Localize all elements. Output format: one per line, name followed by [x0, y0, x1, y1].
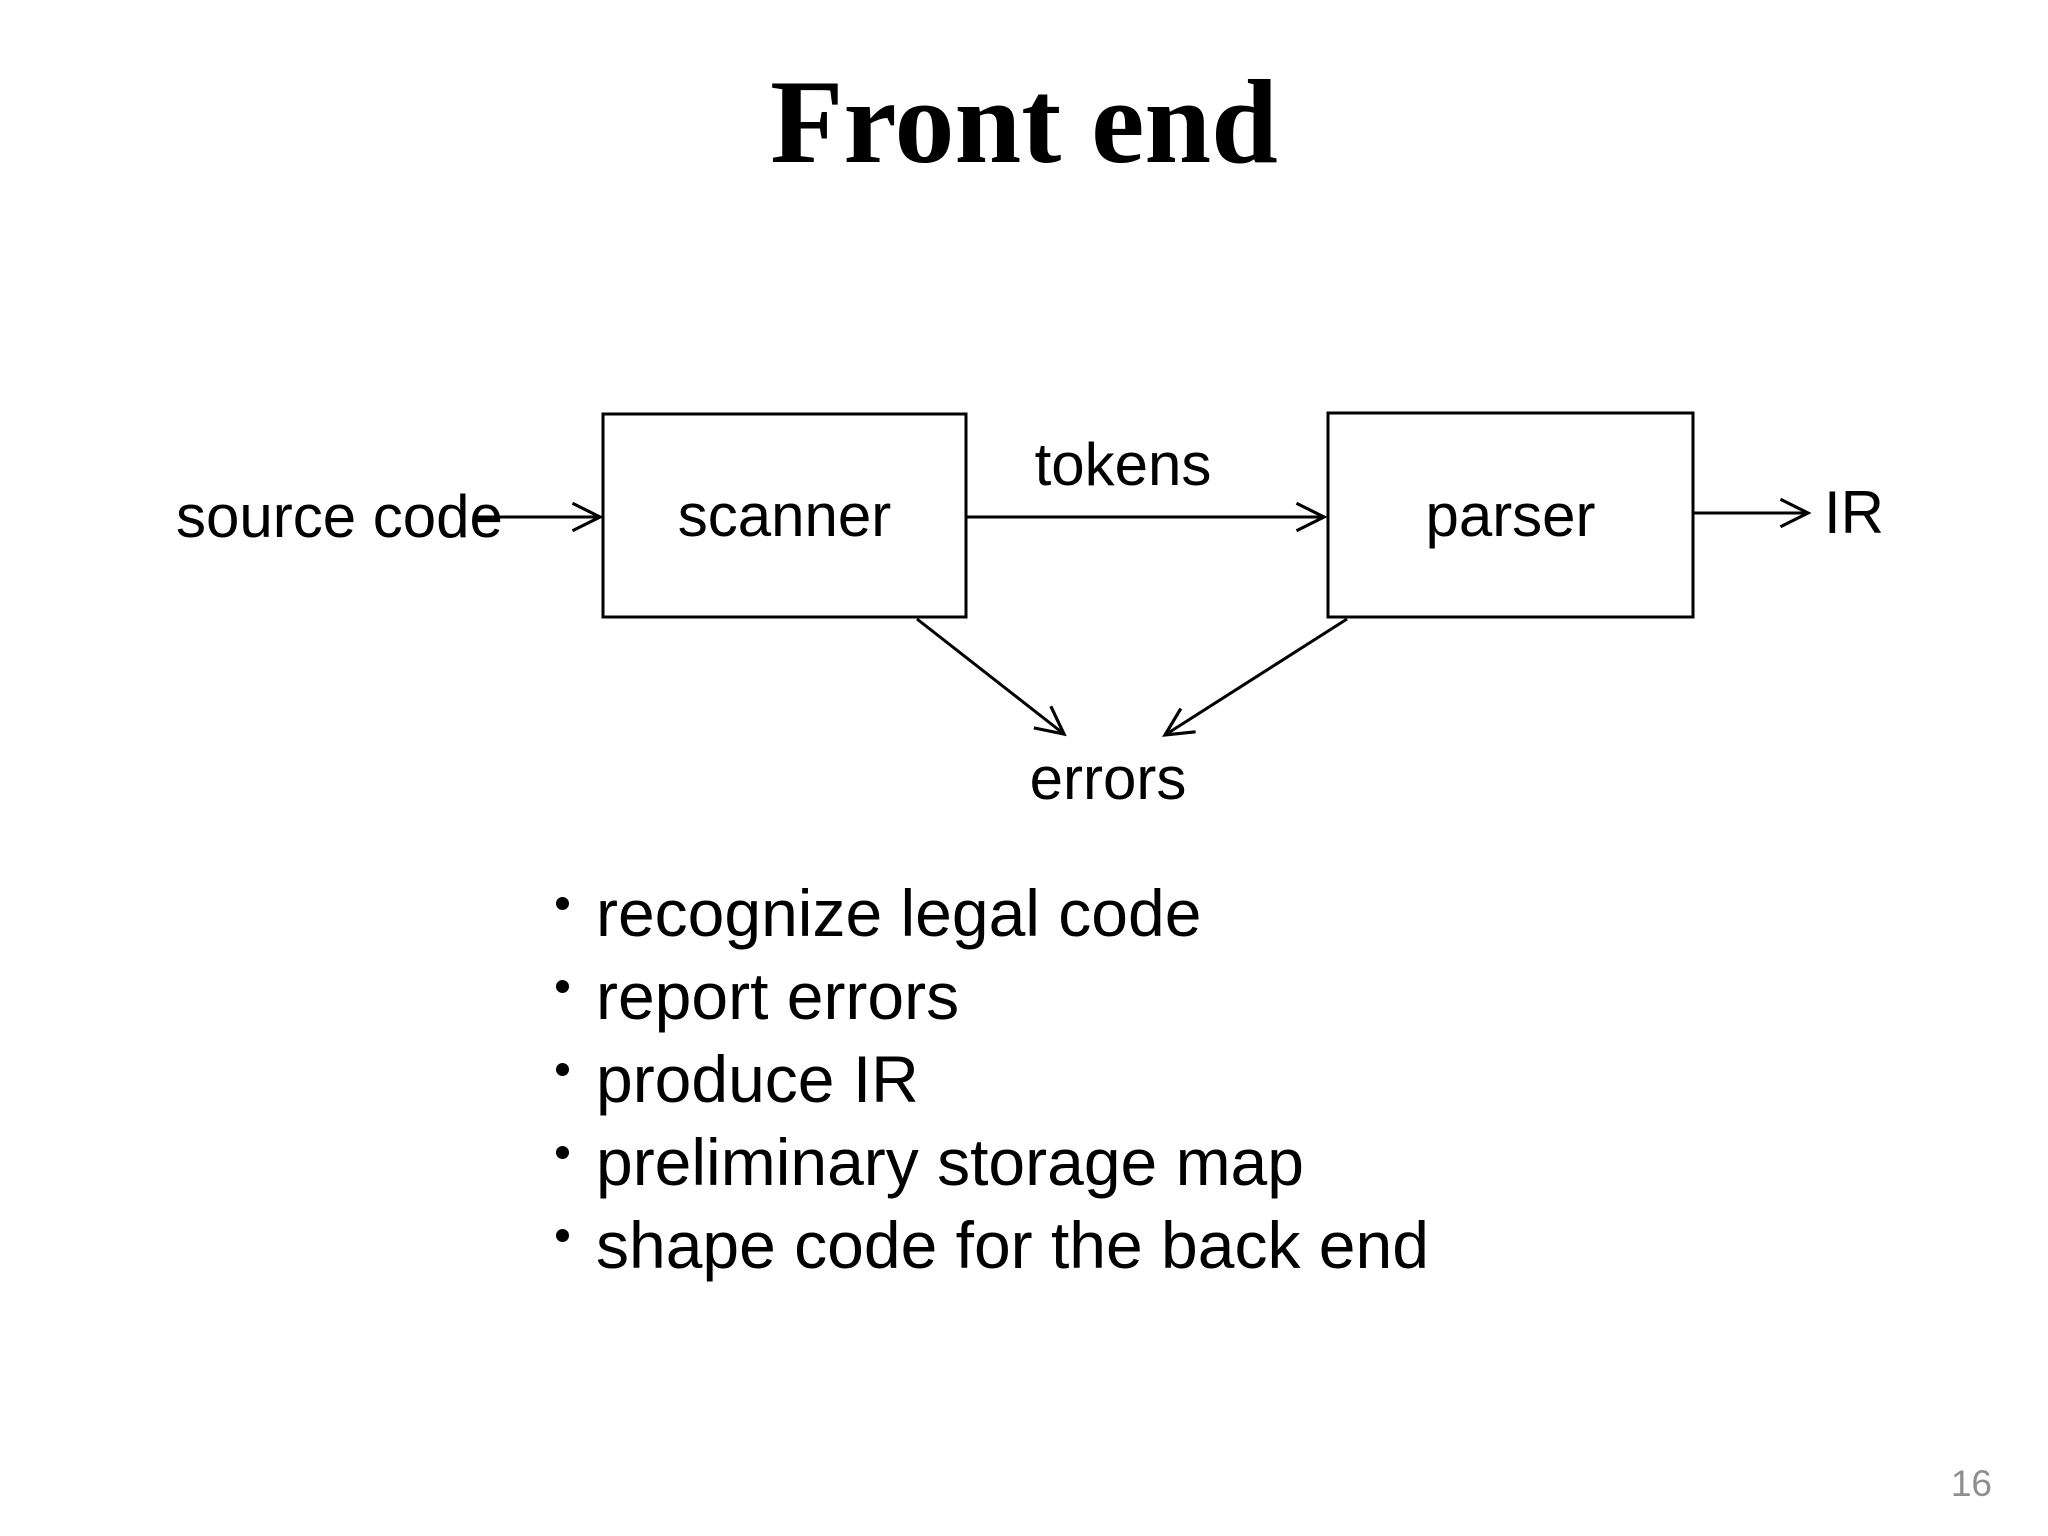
- bullet-item: preliminary storage map: [556, 1121, 1429, 1204]
- source-code-label: source code: [176, 483, 503, 550]
- slide-title: Front end: [770, 55, 1278, 188]
- bullet-dot-icon: [556, 1146, 569, 1159]
- tokens-label: tokens: [1034, 431, 1212, 498]
- bullet-dot-icon: [556, 1063, 569, 1076]
- bullet-dot-icon: [556, 980, 569, 993]
- bullet-text: report errors: [596, 959, 960, 1033]
- bullet-text: produce IR: [596, 1042, 919, 1116]
- arrow-scanner-to-errors: [916, 617, 1067, 737]
- page-number: 16: [1950, 1463, 1992, 1504]
- scanner-box: [601, 412, 968, 619]
- arrow-parser-to-errors: [1162, 617, 1348, 737]
- parser-box-label: parser: [1425, 481, 1596, 549]
- bullet-item: recognize legal code: [556, 872, 1429, 955]
- bullet-text: recognize legal code: [596, 876, 1202, 950]
- bullet-item: produce IR: [556, 1038, 1429, 1121]
- bullet-item: shape code for the back end: [556, 1204, 1429, 1287]
- bullet-list: recognize legal code report errors produ…: [556, 872, 1429, 1287]
- bullet-dot-icon: [556, 897, 569, 910]
- bullet-text: preliminary storage map: [596, 1125, 1304, 1199]
- errors-label: errors: [1029, 745, 1187, 812]
- bullet-text: shape code for the back end: [596, 1208, 1429, 1282]
- bullet-dot-icon: [556, 1229, 569, 1242]
- scanner-box-label: scanner: [677, 482, 892, 549]
- bullet-item: report errors: [556, 955, 1429, 1038]
- ir-label: IR: [1824, 479, 1884, 546]
- parser-box: [1326, 411, 1695, 619]
